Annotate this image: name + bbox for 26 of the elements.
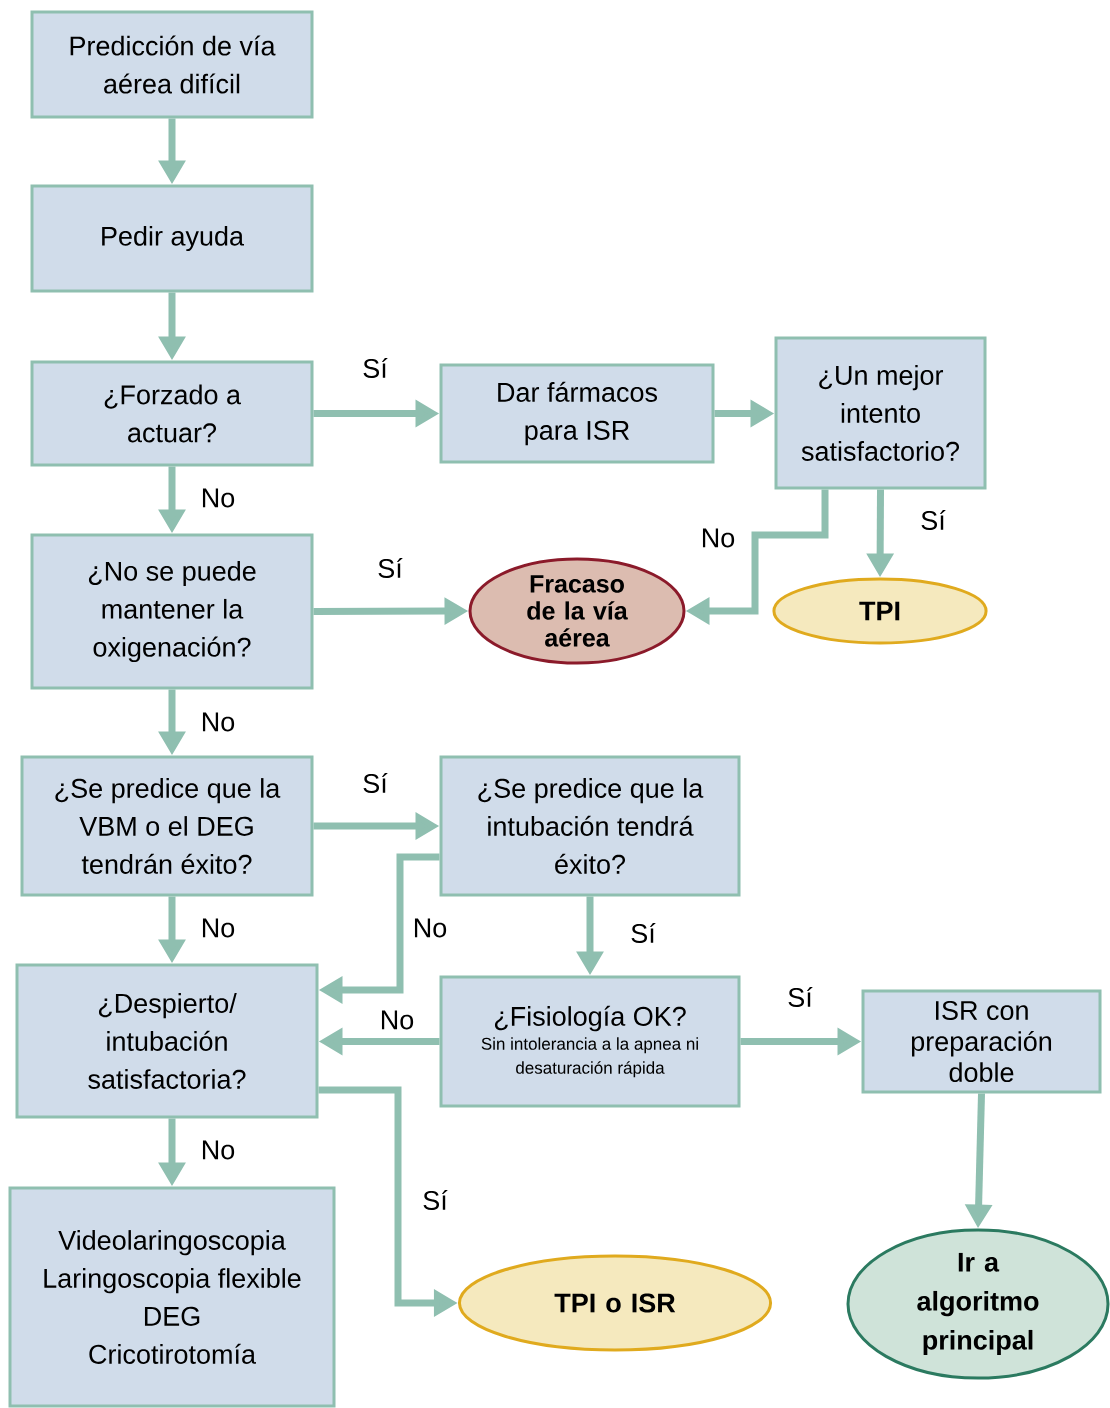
- process-box: ¿Forzado a actuar?: [30, 360, 314, 467]
- edge-label: No: [198, 1138, 238, 1162]
- edge-label: No: [198, 486, 238, 510]
- process-box: Videolaringoscopia Laringoscopia flexible DEG Cricotirotomía: [8, 1186, 336, 1408]
- edge-label: No: [198, 710, 238, 734]
- process-box: ¿Un mejor intento satisfactorio?: [774, 336, 987, 490]
- process-box: ¿Se predice que la VBM o el DEG tendrán éxito?: [20, 755, 314, 897]
- process-box: ISR con preparación doble: [861, 989, 1102, 1094]
- process-box: Dar fármacos para ISR: [439, 363, 715, 464]
- edge-label: Sí: [360, 355, 390, 381]
- edge-label: Sí: [375, 555, 405, 581]
- edge-label: No: [410, 916, 450, 940]
- process-box: ¿No se puede mantener la oxigenación?: [30, 533, 314, 690]
- process-box: ¿Se predice que la intubación tendrá éxito?: [439, 755, 741, 897]
- process-box: Predicción de vía aérea difícil: [30, 10, 314, 119]
- process-box: ¿Despierto/ intubación satisfactoria?: [15, 963, 319, 1119]
- edge-label: No: [198, 916, 238, 940]
- process-box: Pedir ayuda: [30, 184, 314, 293]
- edge-label: Sí: [785, 984, 815, 1010]
- process-box: ¿Fisiología OK? Sin intolerancia a la apnea ni desaturación rápida: [439, 975, 741, 1108]
- edge-label: No: [698, 526, 738, 550]
- edge-label: Sí: [420, 1187, 450, 1213]
- edge-label: No: [377, 1008, 417, 1032]
- edge-label: Sí: [918, 507, 948, 533]
- edge-label: Sí: [628, 920, 658, 946]
- edge-label: Sí: [360, 770, 390, 796]
